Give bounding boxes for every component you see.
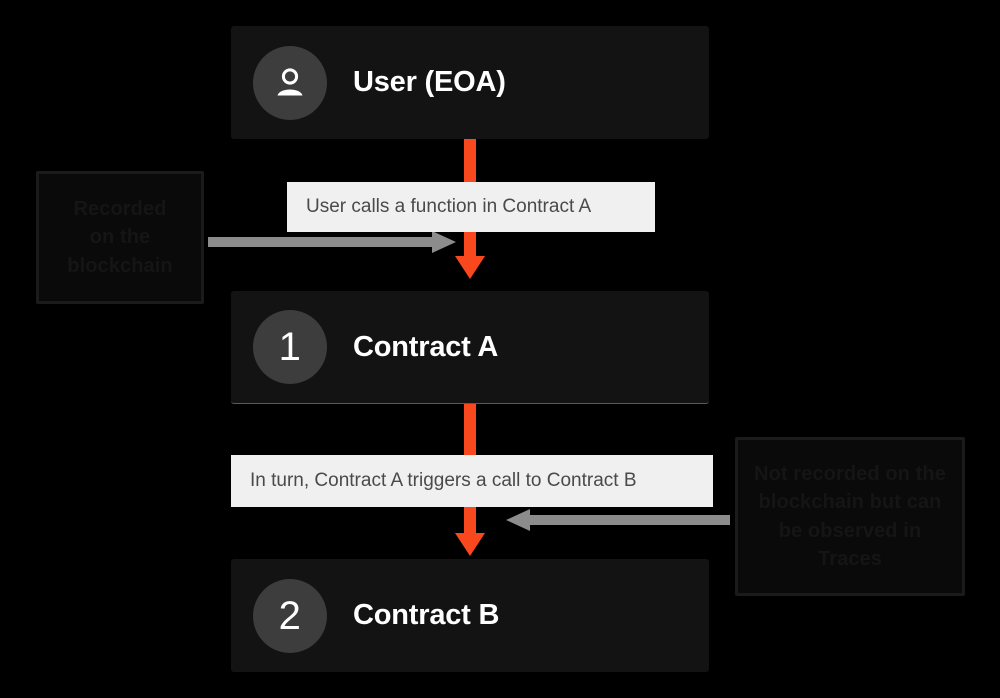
annotation-arrow-right-shaft — [530, 515, 730, 525]
node-user-badge — [253, 45, 327, 120]
callout-right-line-1: Not recorded on the — [754, 462, 946, 485]
annotation-arrow-left-head-icon — [432, 231, 456, 253]
flow-arrow-1-head-icon — [455, 256, 485, 279]
edge-label-1-text: User calls a function in Contract A — [306, 196, 592, 217]
edge-label-2-text: In turn, Contract A triggers a call to C… — [250, 470, 637, 491]
callout-left-line-2: on the — [89, 226, 151, 249]
flow-arrow-2-head-icon — [455, 533, 485, 556]
callout-recorded-on-blockchain: Recorded on the blockchain — [36, 171, 204, 304]
node-contract-a-title: Contract A — [353, 330, 499, 363]
edge-label-2: In turn, Contract A triggers a call to C… — [231, 455, 713, 507]
node-contract-b-title: Contract B — [353, 599, 500, 631]
node-contract-b[interactable]: 2 Contract B — [231, 559, 709, 672]
callout-right-line-4: Traces — [817, 547, 882, 570]
callout-right-text: Not recorded on the blockchain but can b… — [754, 460, 946, 574]
node-contract-b-badge: 2 — [253, 578, 327, 653]
node-contract-a[interactable]: 1 Contract A — [231, 291, 709, 404]
annotation-arrow-left-shaft — [208, 237, 434, 247]
annotation-arrow-right-head-icon — [506, 509, 530, 531]
node-contract-b-badge-number: 2 — [278, 593, 302, 638]
callout-right-line-2: blockchain but can — [758, 491, 942, 514]
person-icon — [270, 63, 310, 103]
callout-not-recorded-traces: Not recorded on the blockchain but can b… — [735, 437, 965, 596]
node-contract-a-badge: 1 — [253, 310, 327, 384]
edge-label-1: User calls a function in Contract A — [287, 182, 655, 232]
callout-left-text: Recorded on the blockchain — [67, 195, 172, 280]
callout-left-line-1: Recorded — [73, 197, 167, 220]
callout-right-line-3: be observed in — [778, 519, 922, 542]
node-user[interactable]: User (EOA) — [231, 26, 709, 139]
callout-left-line-3: blockchain — [67, 254, 173, 277]
node-user-title: User (EOA) — [353, 66, 506, 98]
node-contract-a-badge-number: 1 — [278, 325, 302, 369]
